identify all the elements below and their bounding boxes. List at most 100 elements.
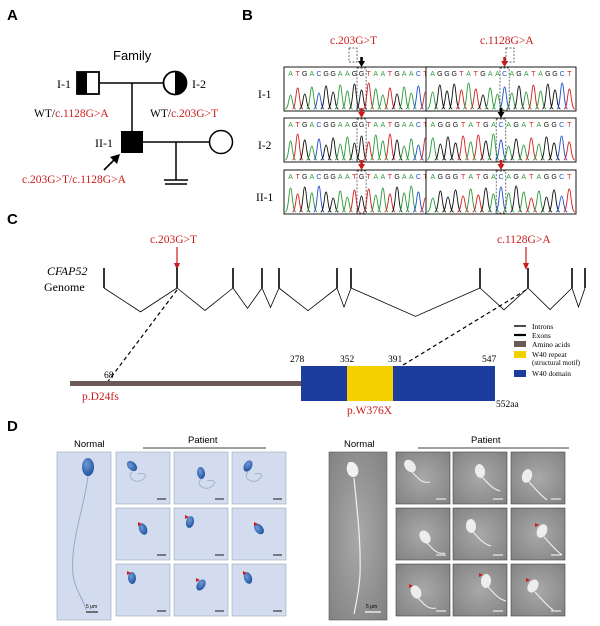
trace-peak: [341, 90, 353, 110]
trace-peak: [363, 141, 375, 161]
base-call: A: [495, 71, 500, 78]
base-call: A: [521, 122, 526, 129]
base-call: T: [567, 122, 572, 129]
panel-d: D Normal Patient Normal Patient 5 μm 5 μ…: [7, 418, 569, 621]
base-call: G: [438, 122, 443, 129]
trace-peak: [426, 137, 439, 161]
trace-peak: [313, 185, 325, 213]
sem-patient-grid: [395, 451, 566, 617]
trace-peak: [470, 88, 482, 110]
base-call: A: [409, 174, 414, 181]
trace-peak: [377, 140, 389, 161]
trace-peak: [479, 140, 492, 161]
base-call: G: [445, 122, 450, 129]
protein-variant-right: p.W376X: [347, 405, 393, 417]
genome-variant-right: c.1128G>A: [497, 234, 551, 246]
trace-peak: [513, 85, 525, 110]
stain-patient-cell: [115, 507, 171, 561]
trace-peak: [284, 140, 297, 161]
trace-peak: [355, 135, 368, 161]
pedigree-label-i1: I-1: [57, 77, 71, 91]
defect-marker: [526, 578, 530, 582]
trace-peak: [527, 84, 540, 110]
scale-bar-stain: 5 μm: [86, 604, 97, 610]
normal-label-stain: Normal: [74, 439, 105, 450]
intron: [350, 287, 481, 317]
base-call: A: [537, 174, 542, 181]
defect-marker: [127, 571, 131, 575]
trace-peak: [391, 93, 403, 110]
trace-peak: [313, 138, 325, 161]
base-call: A: [409, 71, 414, 78]
trace-peak: [327, 91, 339, 110]
base-call: A: [491, 122, 496, 129]
base-call: T: [476, 174, 481, 181]
base-call: A: [402, 122, 407, 129]
trace-peak: [433, 84, 446, 110]
sem-patient-cell: [510, 451, 566, 505]
trace-peak: [495, 139, 507, 161]
genotype-i1: WT/c.1128G>A: [34, 108, 109, 120]
trace-peak: [405, 92, 417, 110]
trace-peak: [292, 193, 304, 213]
base-call: T: [474, 71, 479, 78]
base-call: C: [416, 174, 421, 181]
stain-patient-cell: [231, 563, 287, 617]
panel-letter-b: B: [242, 7, 253, 24]
base-call: A: [430, 174, 435, 181]
base-call: T: [531, 71, 536, 78]
base-call: G: [552, 71, 557, 78]
scale-bar-sem: 5 μm: [366, 604, 377, 610]
pedigree-ii1-symbol: [121, 131, 143, 153]
panel-letter-d: D: [7, 418, 18, 435]
trace-peak: [405, 138, 418, 161]
base-call: A: [345, 122, 350, 129]
base-call: A: [345, 174, 350, 181]
base-call: G: [516, 71, 521, 78]
base-call: G: [394, 122, 399, 129]
base-call: T: [459, 71, 464, 78]
defect-marker: [185, 515, 189, 519]
trace-peak: [540, 196, 553, 213]
trace-peak: [525, 197, 538, 213]
row-label-i1: I-1: [258, 89, 272, 101]
base-call: A: [381, 122, 386, 129]
trace-peak: [563, 88, 576, 110]
trace-peak: [487, 193, 500, 213]
legend-w40-domain-swatch: [514, 370, 526, 377]
connector-left: [105, 289, 178, 385]
base-call: T: [461, 122, 466, 129]
trace-peak: [525, 137, 538, 161]
stain-patient-cell: [115, 563, 171, 617]
trace-peak: [464, 141, 477, 161]
genotype-i2: WT/c.203G>T: [150, 108, 218, 120]
trace-peak: [520, 91, 532, 110]
trace-peak: [502, 192, 515, 213]
base-call: G: [323, 174, 328, 181]
base-call: A: [402, 71, 407, 78]
trace-peak: [547, 189, 561, 213]
trace-peak: [502, 145, 515, 161]
variant-arrow: [501, 61, 509, 67]
variant-highlight: [356, 67, 367, 111]
variant-arrow: [497, 112, 505, 118]
base-call: A: [509, 71, 514, 78]
trace-peak: [320, 85, 332, 110]
trace-peak: [405, 185, 418, 213]
base-call: G: [359, 71, 364, 78]
defect-marker: [254, 522, 258, 526]
base-call: C: [316, 71, 321, 78]
pedigree-label-ii1: II-1: [95, 136, 113, 150]
base-call: A: [430, 122, 435, 129]
trace-peak: [491, 93, 504, 110]
trace-peak: [341, 196, 353, 213]
pedigree-i1-symbol: [76, 71, 100, 95]
trace-peak: [306, 145, 318, 161]
stain-patient-cell: [231, 507, 287, 561]
trace-peak: [284, 187, 297, 213]
base-call: G: [323, 122, 328, 129]
trace-peak: [384, 87, 396, 110]
